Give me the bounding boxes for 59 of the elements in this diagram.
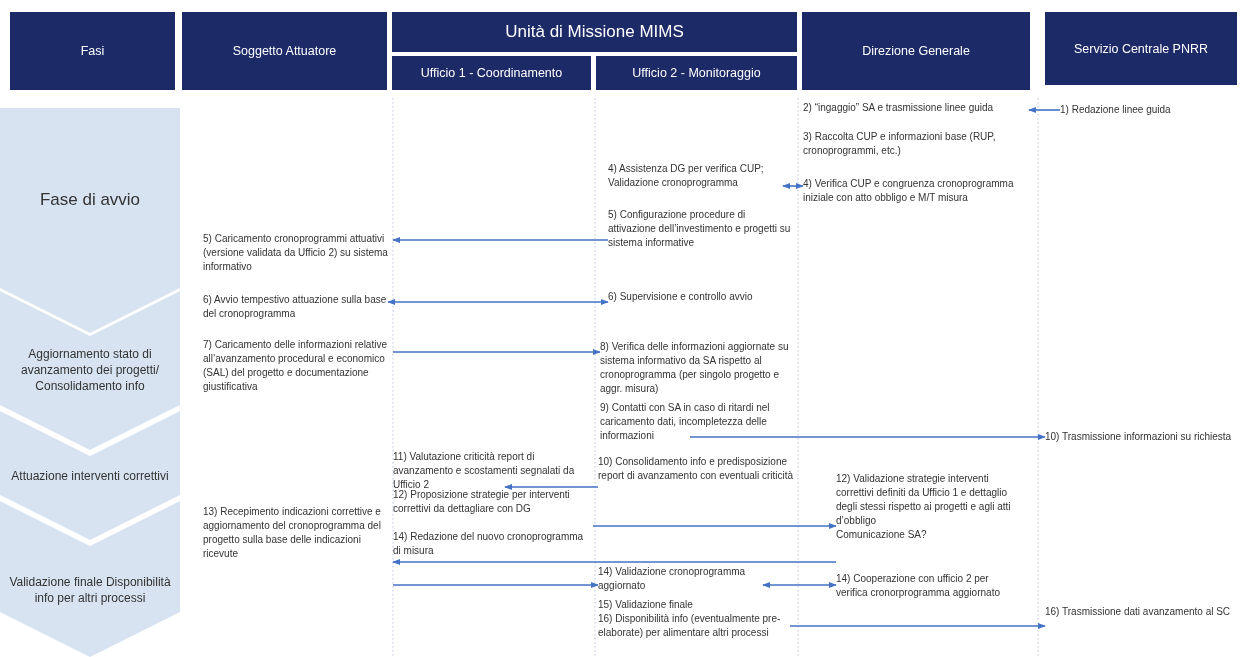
arrow [392,558,837,566]
column-header [392,12,797,52]
arrow [789,622,1046,630]
header-label: Ufficio 2 - Monitoraggio [632,66,761,80]
step-text: 7) Caricamento delle informazioni relative all’avanzamento procedural e economico (SAL) del progetto e documentazione giustificativa [203,338,388,394]
phase-band [0,501,180,657]
step-text: 5) Caricamento cronoprogrammi attuativi (versione validata da Ufficio 2) su sistema informativo [203,232,389,274]
step-text: 4) Verifica CUP e congruenza cronoprogramma iniziale con atto obbligo e M/T misura [803,177,1015,205]
phase-label: Validazione finale Disponibilità info per altri processi [8,574,172,606]
arrow [387,298,609,306]
column-header [802,12,1030,90]
step-text: 11) Valutazione criticità report di avanzamento e scostamenti segnalati da Ufficio 2 [393,450,576,490]
phase-label: Fase di avvio [38,190,142,210]
step-text: 4) Assistenza DG per verifica CUP; Validazione cronoprogramma [608,162,765,190]
step-text: 9) Contatti con SA in caso di ritardi nel caricamento dati, incompletezza delle informazioni [600,401,771,443]
arrow [782,182,804,190]
step-text: 13) Recepimento indicazioni correttive e aggiornamento del cronoprogramma del progetto sulla base delle indicazioni ricevute [203,505,382,561]
column-header [392,56,591,90]
step-text: 6) Avvio tempestivo attuazione sulla base del cronoprogramma [203,293,388,321]
arrow [392,348,601,356]
column-header [182,12,387,90]
column-header [596,56,797,90]
step-text: 16) Trasmissione dati avanzamento al SC [1045,605,1232,619]
step-text: 5) Configurazione procedure di attivazione dell’investimento e progetti su sistema informative [608,208,792,250]
arrow [392,581,599,589]
step-text: 14) Validazione cronoprogramma aggiornato [598,565,747,593]
header-label: Fasi [80,44,105,58]
step-text: 3) Raccolta CUP e informazioni base (RUP, cronoprogrammi, etc.) [803,130,997,158]
arrow [592,522,837,530]
phase-label: Attuazione interventi correttivi [10,468,170,484]
step-text: 12) Validazione strategie interventi correttivi definiti da Ufficio 1 e dettaglio degli stessi rispetto ai progetti e agli atti d’obbligo [836,472,1012,528]
column-header [10,12,175,90]
arrow [392,236,609,244]
header-label: Servizio Centrale PNRR [1073,41,1209,56]
phase-band [0,108,180,333]
phase-label: Aggiornamento stato di avanzamento dei progetti/ Consolidamento info [19,346,161,394]
step-text: 15) Validazione finale [598,598,694,612]
arrow [504,483,599,491]
step-text: 8) Verifica delle informazioni aggiornate su sistema informativo da SA rispetto al cronoprogramma (per singolo progetto e aggr. misura) [600,340,790,396]
arrow [1028,106,1061,114]
header-label: Soggetto Attuatore [232,44,337,58]
header-label: Unità di Missione MIMS [505,22,684,42]
step-text: 2) “ingaggio” SA e trasmissione linee guida [803,101,995,115]
arrow [689,433,1046,441]
step-text: 6) Supervisione e controllo avvio [608,290,754,304]
step-text: 10) Consolidamento info e predisposizione report di avanzamento con eventuali criticità [598,455,795,483]
phase-band [0,411,180,540]
step-text: Comunicazione SA? [836,528,928,542]
arrow [762,581,837,589]
column-header [1045,12,1237,85]
step-text: 14) Redazione del nuovo cronoprogramma di misura [393,530,585,558]
step-text: 14) Cooperazione con ufficio 2 per verifica cronorprogramma aggiornato [836,572,1001,600]
step-text: 10) Trasmissione informazioni su richiesta [1045,430,1233,444]
phase-band [0,291,180,450]
header-label: Ufficio 1 - Coordinamento [420,66,563,80]
step-text: 12) Proposizione strategie per interventi correttivi da dettagliare con DG [393,488,571,516]
step-text: 16) Disponibilità info (eventualmente pre-elaborate) per alimentare altri processi [598,612,782,640]
step-text: 1) Redazione linee guida [1060,103,1172,117]
header-label: Direzione Generale [862,44,970,58]
